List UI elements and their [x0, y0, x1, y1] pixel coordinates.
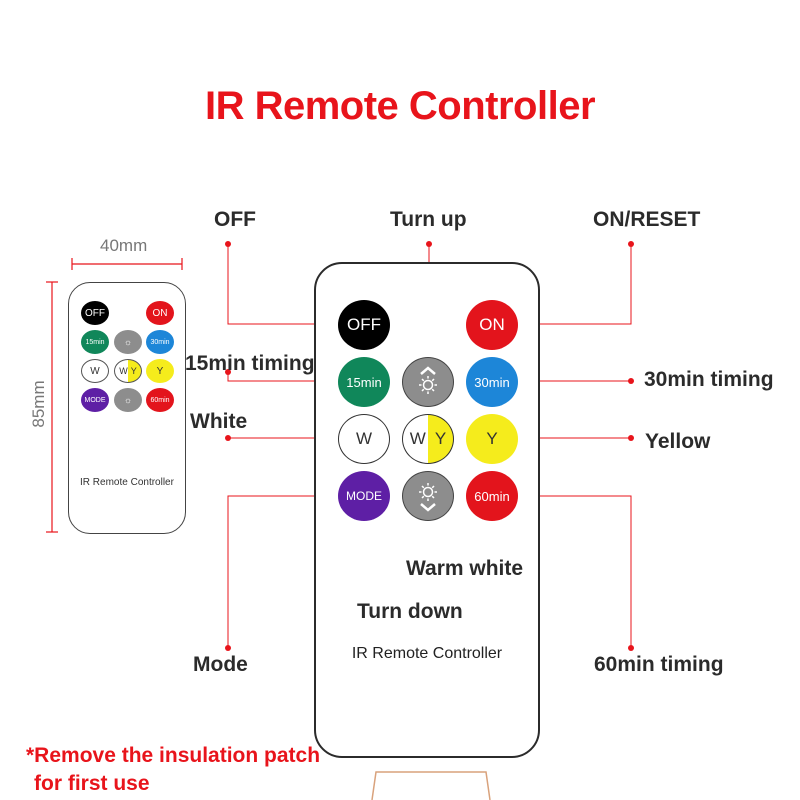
small-mode-button: MODE — [81, 388, 109, 412]
leader-on-reset — [515, 244, 632, 325]
brightness-up-icon — [419, 366, 437, 394]
off-button[interactable]: OFF — [338, 300, 390, 350]
label-turn-down: Turn down — [357, 600, 463, 623]
width-dimension: 40mm — [100, 236, 148, 255]
60min-button[interactable]: 60min — [466, 471, 518, 521]
label-white: White — [190, 410, 248, 433]
large-remote-caption: IR Remote Controller — [351, 645, 503, 662]
yellow-button[interactable]: Y — [466, 414, 518, 464]
small-remote-caption: IR Remote Controller — [80, 477, 174, 488]
insulation-note-line2: for first use — [34, 772, 150, 795]
turn-up-button[interactable] — [402, 357, 454, 407]
small-off-button: OFF — [81, 301, 109, 325]
15min-button[interactable]: 15min — [338, 357, 390, 407]
label-turn-up: Turn up — [390, 208, 467, 231]
mode-button[interactable]: MODE — [338, 471, 390, 521]
small-wy-y-label: Y — [130, 366, 137, 376]
small-brightness-up-icon: ☼ — [123, 337, 133, 347]
leader-off — [227, 244, 338, 325]
label-mode: Mode — [193, 653, 248, 676]
wy-w-label: W — [409, 429, 426, 448]
small-yellow-button: Y — [146, 359, 174, 383]
small-white-button: W — [81, 359, 109, 383]
small-15min-button: 15min — [81, 330, 109, 354]
30min-button[interactable]: 30min — [466, 357, 518, 407]
turn-down-button[interactable] — [402, 471, 454, 521]
white-button[interactable]: W — [338, 414, 390, 464]
insulation-note-line1: *Remove the insulation patch — [26, 744, 321, 767]
small-turn-up-button: ☼ — [114, 330, 142, 354]
small-on-button: ON — [146, 301, 174, 325]
small-60min-button: 60min — [146, 388, 174, 412]
label-60min-timing: 60min timing — [594, 653, 724, 676]
label-15min-timing: 15min timing — [185, 352, 315, 375]
leader-60min — [515, 495, 632, 648]
label-on-reset: ON/RESET — [593, 208, 701, 231]
label-yellow: Yellow — [645, 430, 711, 453]
small-turn-down-button: ☼ — [114, 388, 142, 412]
leader-mode — [227, 495, 338, 648]
wy-y-label: Y — [434, 429, 447, 448]
brightness-down-icon — [419, 483, 437, 512]
small-brightness-down-icon: ☼ — [123, 395, 133, 405]
label-off: OFF — [214, 208, 256, 231]
small-wy-w-label: W — [119, 366, 128, 376]
on-button[interactable]: ON — [466, 300, 518, 350]
label-warm-white: Warm white — [406, 557, 524, 580]
page-title: IR Remote Controller — [204, 84, 596, 128]
label-30min-timing: 30min timing — [644, 368, 774, 391]
height-dimension: 85mm — [29, 380, 48, 428]
small-30min-button: 30min — [146, 330, 174, 354]
